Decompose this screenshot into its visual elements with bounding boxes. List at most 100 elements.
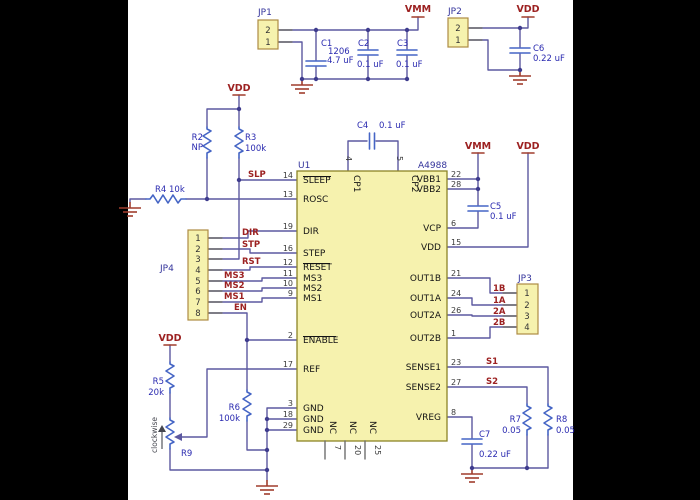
pin-number-enable: 2: [288, 331, 293, 340]
jp4-pin-3: 3: [195, 255, 200, 265]
pin-name-nc3: NC: [367, 421, 377, 434]
jp1-pin-1: 1: [265, 38, 270, 48]
net-1b: 1B: [493, 284, 505, 294]
pin-name-sense1: SENSE1: [406, 363, 441, 373]
jp4-pin-2: 2: [195, 245, 200, 255]
c5-value: 0.1 uF: [490, 212, 517, 222]
c6-ref: C6: [533, 44, 544, 54]
resistor-icon-r8: [543, 403, 553, 436]
ic-a4988: U1 A4988: [296, 161, 448, 460]
pin-name-cp1: CP1: [351, 175, 361, 192]
connector-jp2: JP2 2 1: [447, 7, 483, 48]
pin-number-step: 16: [283, 244, 293, 253]
net-dir: DIR: [242, 228, 259, 238]
resistor-icon-r4: [145, 194, 187, 204]
net-ms1: MS1: [224, 292, 245, 302]
jp3-label: JP3: [517, 274, 532, 284]
connector-jp1: JP1 2 1: [257, 8, 293, 50]
pin-name-out1b: OUT1B: [410, 274, 441, 284]
pin-name-ms1: MS1: [303, 294, 322, 304]
jp2-label: JP2: [447, 7, 462, 17]
pot-wiper-arrow: [174, 433, 182, 441]
r6-value: 100k: [219, 414, 240, 424]
net-2b: 2B: [493, 318, 505, 328]
jp4-label: JP4: [159, 264, 174, 274]
c1-ref: C1: [321, 39, 332, 49]
net-ms2: MS2: [224, 281, 245, 291]
connector-jp3: JP3 1 2 3 4: [502, 274, 539, 335]
net-s2: S2: [486, 377, 498, 387]
c2-ref: C2: [358, 39, 369, 49]
pin-name-vbb1: VBB1: [417, 175, 441, 185]
r2-value: NP: [192, 143, 203, 153]
capacitor-icon-c3: [396, 49, 418, 56]
net-s1: S1: [486, 357, 498, 367]
pin-number-rosc: 13: [283, 190, 293, 199]
jp4-pin-1: 1: [195, 234, 200, 244]
c4-ref: C4: [357, 121, 368, 131]
component-labels: C1 1206 4.7 uF C2 0.1 uF C3 0.1 uF C4 0.…: [148, 39, 575, 460]
clockwise-arrow-head: [158, 425, 166, 432]
capacitor-icon-c5: [467, 205, 489, 212]
jp3-pin-4: 4: [524, 323, 529, 333]
r7-value: 0.05: [502, 426, 521, 436]
pin-number-ms1: 9: [288, 289, 293, 298]
vdd-bottomleft-label: VDD: [158, 333, 181, 344]
connector-jp4: JP4 1 2 3 4 5 6 7 8: [159, 229, 223, 321]
pin-number-nc3: 25: [373, 445, 382, 455]
resistor-icon-r5: [165, 361, 175, 394]
r8-value: 0.05: [556, 426, 575, 436]
ic-ref: U1: [298, 161, 310, 171]
pin-name-nc2: NC: [347, 421, 357, 434]
c1-value: 4.7 uF: [327, 56, 354, 66]
pin-name-vreg: VREG: [416, 413, 441, 423]
r2-ref: R2: [192, 133, 203, 143]
capacitor-icon-c7: [461, 438, 483, 445]
pin-name-ms2: MS2: [303, 284, 322, 294]
pin-number-gnd1: 3: [288, 399, 293, 408]
jp3-pin-1: 1: [524, 289, 529, 299]
jp3-pin-3: 3: [524, 312, 529, 322]
pin-number-ms3: 11: [283, 269, 293, 278]
letterbox-right: [573, 0, 700, 500]
r3-value: 100k: [245, 144, 266, 154]
c6-value: 0.22 uF: [533, 54, 565, 64]
pin-name-nc1: NC: [327, 421, 337, 434]
ic-pin-labels: 14 13 19 16 12 11 10 9 2 17 3 18 29 SLEE…: [283, 156, 461, 455]
r3-ref: R3: [245, 133, 256, 143]
r9-ref: R9: [181, 449, 192, 459]
net-stp: STP: [242, 240, 260, 250]
pin-number-nc2: 20: [353, 445, 362, 455]
pin-name-ref: REF: [303, 365, 320, 375]
net-labels: SLP DIR STP RST MS3 MS2 MS1 EN 1B 1A 2A …: [224, 170, 506, 387]
pin-number-out2b: 1: [451, 329, 456, 338]
pin-name-vcp: VCP: [423, 224, 441, 234]
jp1-pin-2: 2: [265, 26, 270, 36]
capacitor-icon-c2: [357, 49, 379, 56]
pin-name-out2b: OUT2B: [410, 334, 441, 344]
net-2a: 2A: [493, 307, 506, 317]
pin-name-cp2: CP2: [409, 175, 419, 192]
pin-name-rosc: ROSC: [303, 195, 328, 205]
r8-ref: R8: [556, 415, 567, 425]
resistor-icon-r6: [242, 389, 252, 422]
pin-name-reset: RESET: [303, 263, 332, 273]
pin-name-gnd3: GND: [303, 426, 324, 436]
pin-number-vdd: 15: [451, 238, 461, 247]
gnd-bottom-left: [255, 479, 279, 495]
c1-size: 1206: [328, 47, 350, 57]
pin-number-ms2: 10: [283, 279, 293, 288]
vdd-topright-label: VDD: [516, 4, 539, 15]
pin-name-vdd: VDD: [421, 243, 441, 253]
potentiometer-icon-r9: [165, 417, 175, 450]
junction-dots: [204, 25, 530, 473]
pin-name-gnd2: GND: [303, 415, 324, 425]
vmm-top-label: VMM: [405, 4, 431, 15]
jp4-pin-7: 7: [195, 298, 200, 308]
r4-label: R4 10k: [155, 185, 185, 195]
c3-ref: C3: [397, 39, 408, 49]
c7-ref: C7: [479, 430, 490, 440]
resistor-icon-r7: [522, 403, 532, 436]
pin-name-sense2: SENSE2: [406, 383, 441, 393]
